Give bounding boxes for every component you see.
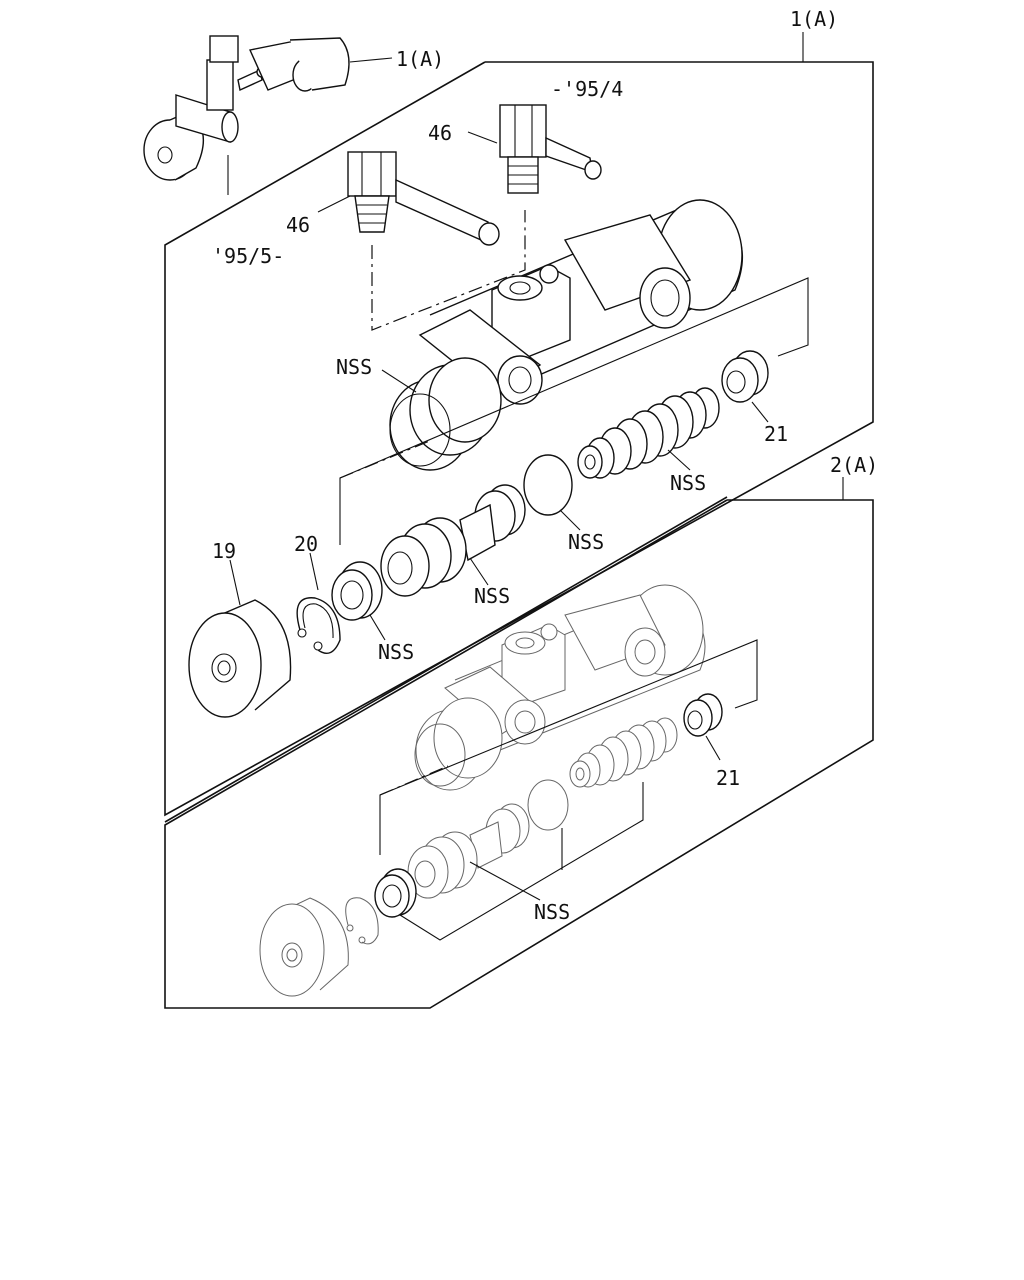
part-46-label-b: 46 — [286, 213, 310, 237]
nss-seal-label: NSS — [378, 640, 414, 664]
assembly-divider — [164, 496, 728, 823]
part-20-label: 20 — [294, 532, 318, 556]
piston-lower — [407, 803, 530, 899]
part-21-lower-label: 21 — [716, 766, 740, 790]
nss-lower-group-label: NSS — [534, 900, 570, 924]
master-cylinder-body-2 — [414, 584, 706, 791]
master-cylinder-body — [389, 199, 744, 471]
assembly-1-label: 1(A) — [790, 7, 838, 31]
assembly-1-thumb-leader — [349, 57, 393, 63]
cap-lower — [259, 897, 349, 997]
part-19-label: 19 — [212, 539, 236, 563]
bleeder-screw-46-early — [499, 104, 602, 194]
seal-lower — [374, 868, 417, 918]
assembly-2-label: 2(A) — [830, 453, 878, 477]
date-note-from-95-5: '95/5- — [212, 244, 284, 268]
snap-ring-20 — [296, 597, 341, 654]
piston-cup-lower — [527, 779, 569, 831]
piston-cup-upper — [523, 454, 573, 516]
assembly-thumbnail — [143, 35, 350, 195]
piston-upper — [380, 484, 526, 597]
part-46-label-a: 46 — [428, 121, 452, 145]
return-spring-lower — [569, 717, 678, 788]
part-21-upper — [721, 350, 769, 403]
port-leader — [371, 210, 526, 331]
return-spring-upper — [577, 387, 720, 479]
internal-parts-bracket — [339, 277, 809, 545]
part-19-cap — [188, 599, 292, 718]
date-note-upto-95-4: -'95/4 — [551, 77, 623, 101]
bleeder-screw-46-late — [347, 151, 500, 246]
part-21-upper-label: 21 — [764, 422, 788, 446]
nss-spring-label: NSS — [670, 471, 706, 495]
assembly-2-frame — [164, 499, 874, 1009]
seal-upper — [331, 561, 383, 621]
nss-lower-leader — [399, 782, 644, 941]
assembly-1-frame — [164, 61, 874, 817]
part-21-lower — [683, 693, 723, 737]
nss-body-label: NSS — [336, 355, 372, 379]
nss-cup-label: NSS — [568, 530, 604, 554]
nss-piston-label: NSS — [474, 584, 510, 608]
internal-parts-bracket-2 — [379, 639, 758, 855]
assembly-1-thumb-label: 1(A) — [396, 47, 444, 71]
snap-ring-lower — [345, 897, 379, 945]
